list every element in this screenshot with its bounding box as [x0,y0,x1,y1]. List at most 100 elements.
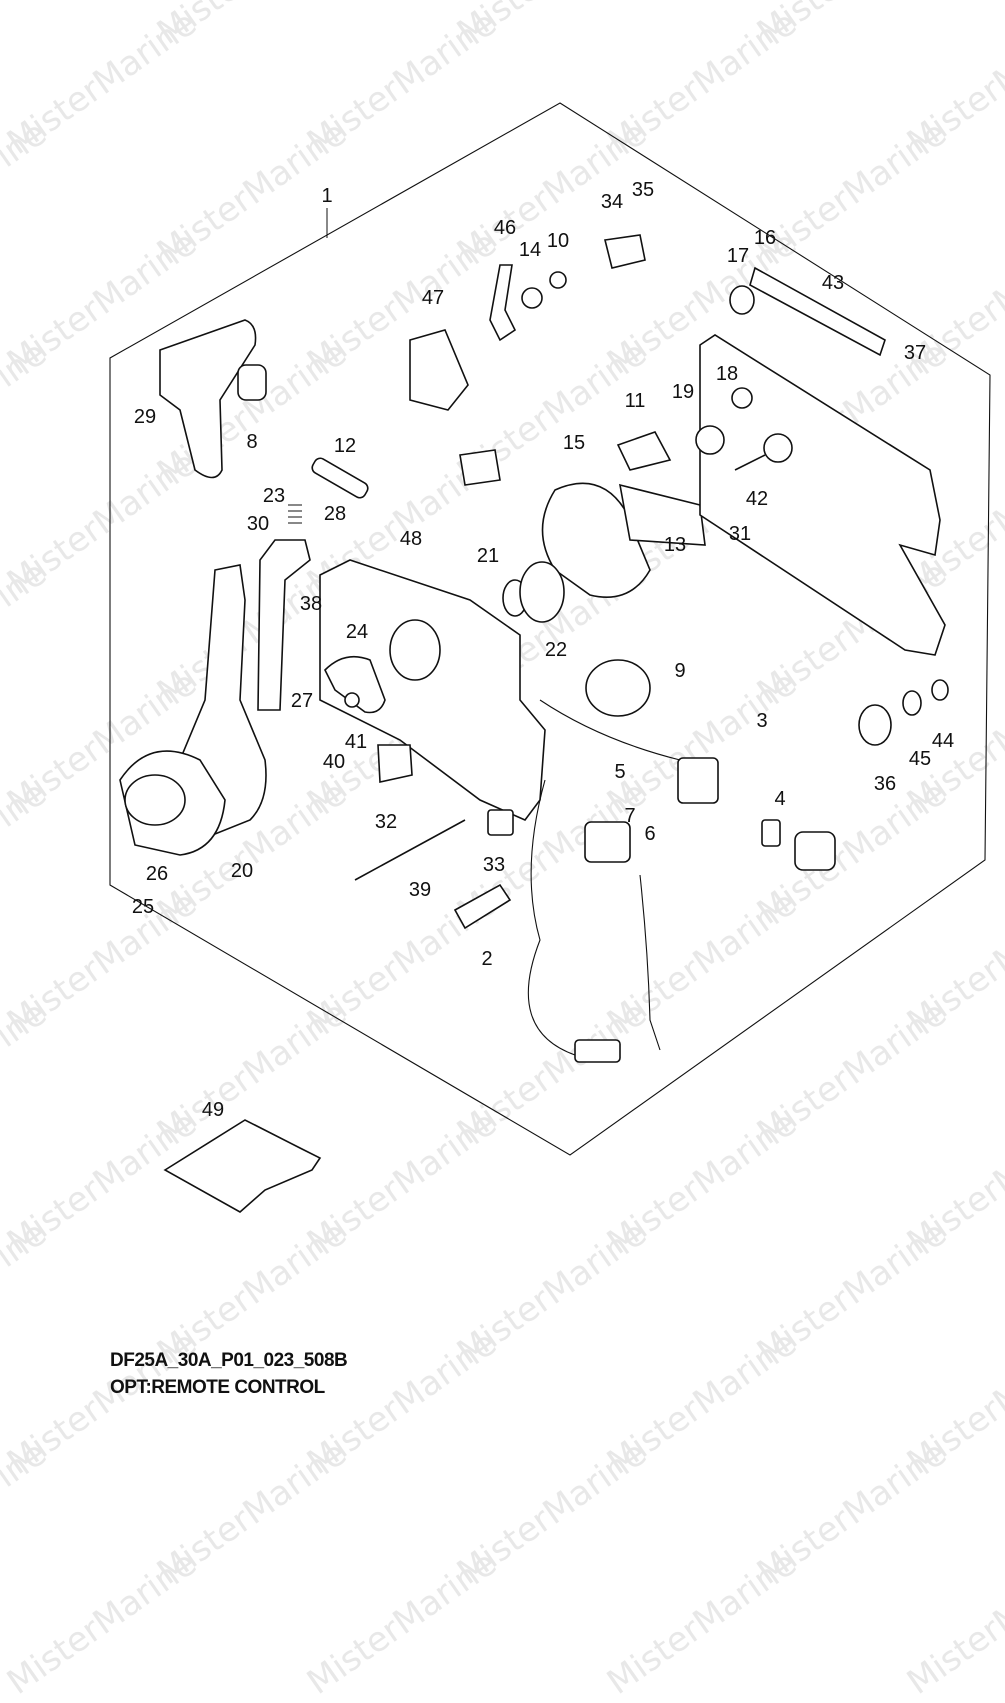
plate [453,883,512,930]
callout-19: 19 [672,381,694,403]
pin [311,457,369,499]
ring-21b [763,433,793,463]
callout-20: 20 [231,860,253,882]
part-19 [695,425,725,455]
key [761,819,781,847]
washer-41 [344,692,360,708]
grip-cover [159,319,257,479]
callout-49: 49 [202,1099,224,1121]
callout-48: 48 [400,528,422,550]
knob-36 [858,704,892,746]
connector [574,1039,621,1063]
callout-30: 30 [247,513,269,535]
callout-32: 32 [375,811,397,833]
callout-23: 23 [263,485,285,507]
callout-39: 39 [409,879,431,901]
parts-bag [163,1119,322,1213]
callout-42: 42 [746,488,768,510]
emblem [124,774,186,826]
callout-14: 14 [519,239,541,261]
callout-34: 34 [601,191,623,213]
main-case [319,559,546,821]
washer-10 [549,271,567,289]
callout-45: 45 [909,748,931,770]
callout-21: 21 [477,545,499,567]
gear-13 [618,483,706,546]
watermark-text: MisterMarine [300,1543,504,1703]
callout-13: 13 [664,534,686,556]
diagram-code: DF25A_30A_P01_023_508B [110,1350,348,1371]
callout-43: 43 [822,272,844,294]
callout-22: 22 [545,639,567,661]
wire-harness [539,699,681,761]
callout-10: 10 [547,230,569,252]
callout-18: 18 [716,363,738,385]
warning-buzzer [585,659,651,717]
callout-1: 1 [321,185,332,207]
cam-plate [409,329,469,411]
watermark-text: MisterMarine [600,1543,804,1703]
callout-36: 36 [874,773,896,795]
callout-9: 9 [674,660,685,682]
callout-3: 3 [756,710,767,732]
callout-29: 29 [134,406,156,428]
wire-lead [527,779,576,1056]
gear-plate [541,482,651,599]
callout-24: 24 [346,621,368,643]
callout-41: 41 [345,731,367,753]
pivot-34 [604,234,646,269]
pivot-34b [459,449,501,486]
block [487,809,514,836]
callout-6: 6 [644,823,655,845]
callout-15: 15 [563,432,585,454]
callout-33: 33 [483,854,505,876]
callout-46: 46 [494,217,516,239]
exploded-view: 1234567891011121314151617181920212223242… [109,102,991,1213]
nut-44 [931,679,949,701]
callout-7: 7 [624,805,635,827]
callout-5: 5 [614,761,625,783]
callout-27: 27 [291,690,313,712]
callout-11: 11 [625,390,646,412]
callout-16: 16 [754,227,776,249]
callout-2: 2 [481,948,492,970]
diagram-title: OPT:REMOTE CONTROL [110,1377,325,1398]
watermark-text: MisterMarine [0,1543,204,1703]
right-cover [699,334,946,656]
neutral-plate [324,655,386,714]
cap [237,364,267,401]
spring [288,504,302,524]
seal-14 [521,287,543,309]
callout-25: 25 [132,896,154,918]
callout-26: 26 [146,863,168,885]
callout-28: 28 [324,503,346,525]
callout-35: 35 [632,179,654,201]
rod-16 [749,266,886,357]
round-seal [389,619,441,681]
callout-17: 17 [727,245,749,267]
screw-42 [734,454,766,471]
callout-8: 8 [246,431,257,453]
grommet-17 [729,285,755,315]
long-screw [354,819,466,881]
callout-layer: 1234567891011121314151617181920212223242… [132,179,954,1121]
assembly-outline [109,102,991,1156]
lanyard [639,874,661,1051]
lever-bracket [257,539,311,711]
stop-switch [584,821,631,863]
watermark-text: MisterMarine [900,1543,1005,1703]
callout-4: 4 [774,788,785,810]
key-switch [677,757,719,804]
washer-45 [902,690,922,716]
callout-44: 44 [932,730,954,752]
callout-47: 47 [422,287,444,309]
o-ring-22 [519,561,565,623]
clip [377,744,413,783]
callout-37: 37 [904,342,926,364]
callout-31: 31 [729,523,751,545]
callout-38: 38 [300,593,322,615]
callout-12: 12 [334,435,356,457]
latch-lever [489,264,517,342]
cap-3 [794,831,836,871]
